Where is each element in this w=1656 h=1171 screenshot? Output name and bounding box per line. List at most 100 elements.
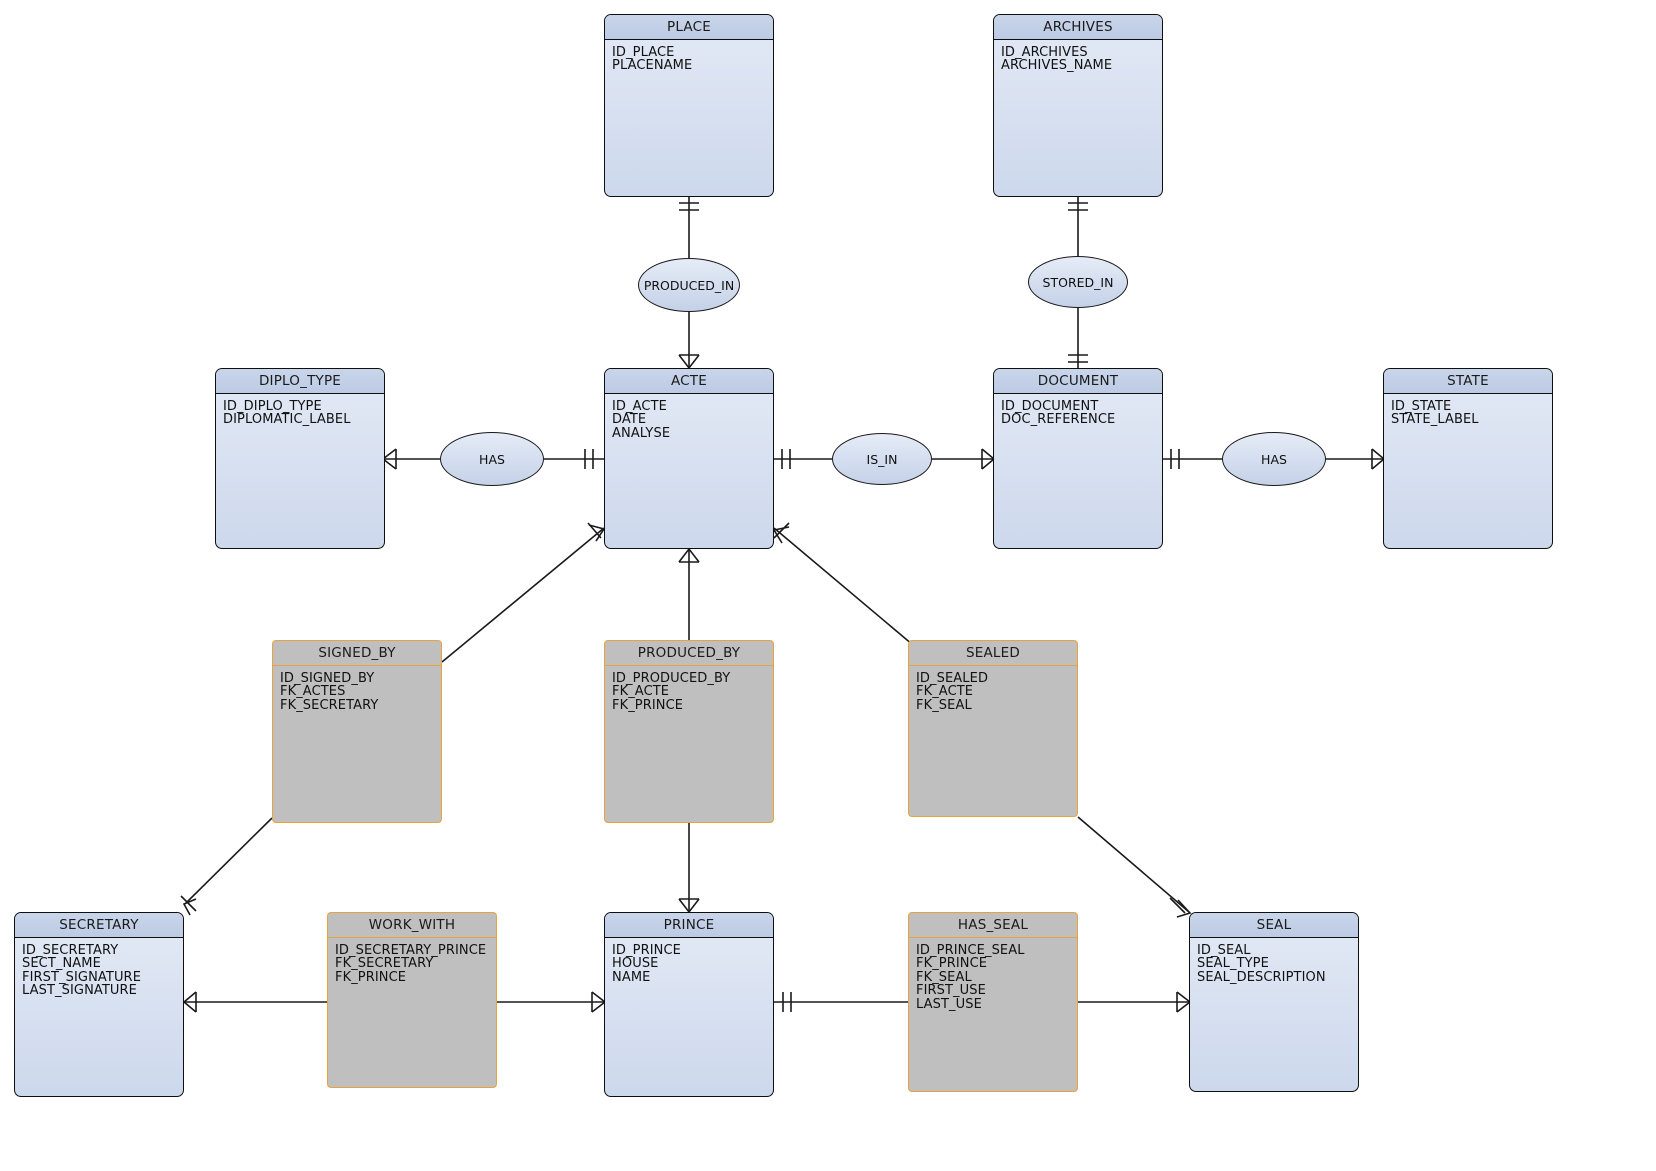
entity-title-seal: SEAL [1190,913,1358,938]
relationship-is_in[interactable]: IS_IN [832,433,932,485]
attribute: FK_PRINCE [335,969,407,985]
relationship-produced_in[interactable]: PRODUCED_IN [638,258,740,312]
attribute: FK_PRINCE [916,956,988,972]
card-sec-right-crow [182,991,197,1013]
entity-title-state: STATE [1384,369,1552,394]
attribute: HOUSE [612,956,659,972]
attribute: ID_DOCUMENT [1001,399,1099,414]
attribute: ID_ARCHIVES [1001,45,1088,60]
attribute: FK_ACTE [916,684,974,700]
attribute: FK_SEAL [916,697,972,713]
attribute: ID_STATE [1391,399,1452,414]
attribute: ID_PRODUCED_BY [612,671,731,686]
attribute: SECT_NAME [22,956,101,972]
entity-title-signed_by: SIGNED_BY [273,641,441,666]
attribute: DATE [612,412,647,428]
attribute: FK_SECRETARY [335,956,434,972]
entity-title-produced_by: PRODUCED_BY [605,641,773,666]
card-pb-crow [678,547,700,563]
card-acte-sb-crow [588,524,606,542]
card-acte-top-crow [678,354,700,370]
attribute: ID_PRINCE [612,943,681,958]
attribute: ARCHIVES_NAME [1001,58,1113,74]
entity-title-diplo_type: DIPLO_TYPE [216,369,384,394]
card-seal-diag-bar [1169,897,1186,914]
card-sec-diag-bar [180,895,197,912]
attribute: ID_SECRETARY [22,943,119,958]
attribute: SEAL_TYPE [1197,956,1269,972]
attribute: FK_PRINCE [612,697,684,713]
attribute: ANALYSE [612,425,671,441]
attribute: ID_SEALED [916,671,989,686]
relationship-has_state[interactable]: HAS [1222,432,1326,486]
entity-title-sealed: SEALED [909,641,1077,666]
entity-title-document: DOCUMENT [994,369,1162,394]
attribute: ID_PLACE [612,45,675,60]
card-acte-sl-bar [773,522,790,539]
attribute: FK_ACTE [612,684,670,700]
card-sec-diag-crow [182,898,197,916]
attribute: ID_DIPLO_TYPE [223,399,322,414]
attribute: ID_PRINCE_SEAL [916,943,1025,958]
entity-title-prince: PRINCE [605,913,773,938]
entity-title-has_seal: HAS_SEAL [909,913,1077,938]
card-prince-top-crow [678,898,700,914]
attribute: ID_SEAL [1197,943,1251,958]
attribute: LAST_USE [916,996,982,1012]
attribute: SEAL_DESCRIPTION [1197,969,1326,985]
attribute: FK_ACTES [280,684,346,700]
attribute: STATE_LABEL [1391,412,1479,428]
attribute: DIPLOMATIC_LABEL [223,412,351,428]
attribute: PLACENAME [612,58,693,74]
relationship-has_diplo[interactable]: HAS [440,432,544,486]
entity-title-place: PLACE [605,15,773,40]
entity-title-acte: ACTE [605,369,773,394]
attribute: FIRST_USE [916,983,986,999]
card-seal-diag-crow [1176,899,1192,918]
edge-acte-sealed [773,527,914,646]
entity-title-archives: ARCHIVES [994,15,1162,40]
card-acte-sl-crow [772,526,790,544]
entity-title-work_with: WORK_WITH [328,913,496,938]
relationship-stored_in[interactable]: STORED_IN [1028,256,1128,308]
edge-signedby-secretary [185,817,273,904]
card-acte-sb-bar [587,522,602,539]
attribute: ID_ACTE [612,399,667,414]
attribute: NAME [612,969,651,985]
attribute: DOC_REFERENCE [1001,412,1116,428]
edge-sealed-seal [1077,816,1190,913]
attribute: ID_SIGNED_BY [280,671,375,686]
entity-title-secretary: SECRETARY [15,913,183,938]
attribute: LAST_SIGNATURE [22,983,137,999]
